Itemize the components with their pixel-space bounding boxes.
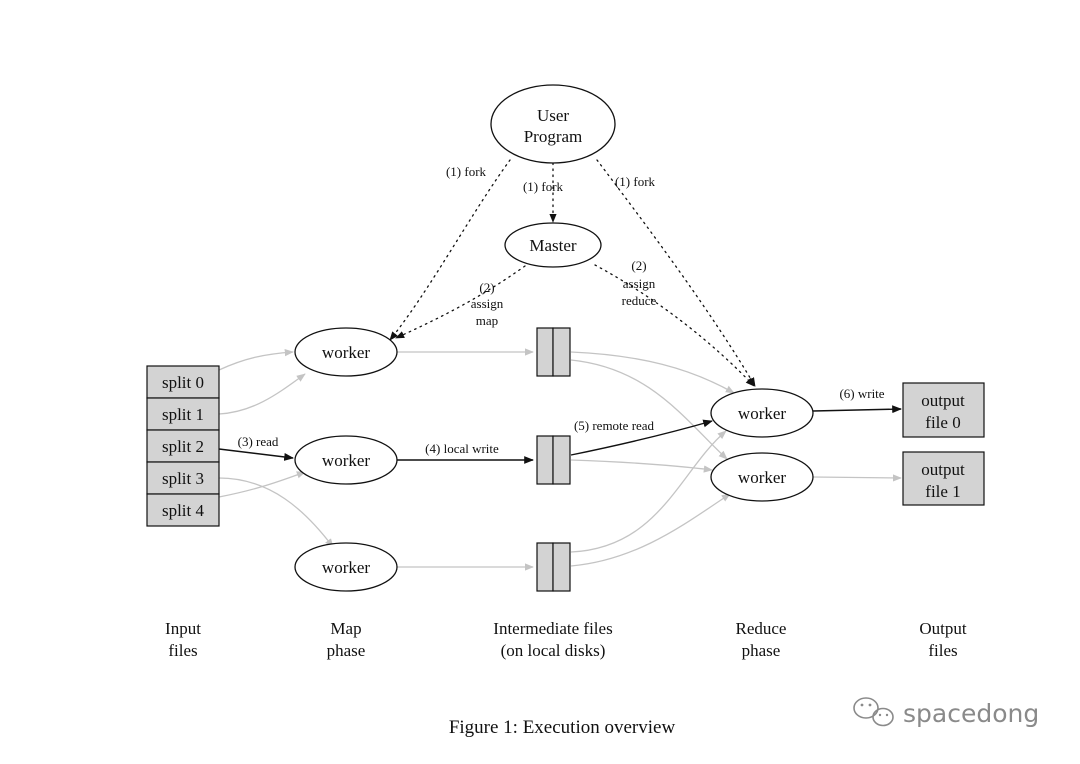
reduce-worker-1: worker	[710, 388, 814, 438]
edge-split3-worker2	[218, 471, 306, 498]
col-intermediate-line2: (on local disks)	[501, 641, 606, 660]
output-file-1: output file 1	[902, 451, 985, 506]
col-input-line2: files	[168, 641, 197, 660]
user-program-label-line2: Program	[524, 127, 583, 146]
edge-split3-worker3	[218, 477, 334, 548]
split-0-label: split 0	[162, 373, 204, 392]
map-worker-2-label: worker	[322, 451, 370, 470]
reduce-worker-1-label: worker	[738, 404, 786, 423]
dotted-edges	[389, 159, 756, 387]
fork-left-label: (1) fork	[446, 164, 487, 179]
edge-labels: (1) fork (1) fork (1) fork (2) assign ma…	[238, 164, 885, 456]
edge-inter1-reducer1	[570, 351, 735, 394]
col-output-line1: Output	[919, 619, 967, 638]
col-input-line1: Input	[165, 619, 201, 638]
gray-edges	[218, 348, 902, 571]
map-worker-1-label: worker	[322, 343, 370, 362]
map-worker-2: worker	[294, 435, 398, 485]
read-label: (3) read	[238, 434, 279, 449]
map-worker-1: worker	[294, 327, 398, 377]
assign-reduce-label-2: assign	[623, 276, 656, 291]
dark-edges	[218, 405, 902, 464]
split-1-label: split 1	[162, 405, 204, 424]
watermark: spacedong	[853, 697, 1039, 728]
intermediate-file-2	[536, 435, 571, 485]
column-labels: Input files Map phase Intermediate files…	[165, 619, 967, 660]
edge-inter1-reducer2	[570, 359, 728, 460]
edge-fork-right	[596, 159, 756, 387]
wechat-icon	[853, 697, 894, 727]
edge-read	[218, 448, 294, 461]
watermark-text: spacedong	[903, 699, 1039, 728]
reduce-worker-2-label: worker	[738, 468, 786, 487]
master-node: Master	[504, 222, 602, 268]
col-map-line1: Map	[330, 619, 361, 638]
assign-map-label-2: assign	[471, 296, 504, 311]
fork-mid-label: (1) fork	[523, 179, 564, 194]
master-label: Master	[529, 236, 577, 255]
figure-caption: Figure 1: Execution overview	[449, 717, 676, 738]
split-3-label: split 3	[162, 469, 204, 488]
assign-reduce-label-3: reduce	[622, 293, 657, 308]
col-reduce-line2: phase	[742, 641, 781, 660]
output-file-0: output file 0	[902, 382, 985, 438]
edge-assign-map	[395, 265, 526, 339]
col-intermediate-line1: Intermediate files	[493, 619, 612, 638]
remote-read-label: (5) remote read	[574, 418, 655, 433]
col-reduce-line1: Reduce	[736, 619, 787, 638]
edge-reducer2-output1	[812, 474, 902, 482]
edge-inter2-reducer2	[570, 459, 713, 473]
edge-split0-worker1	[218, 348, 294, 371]
map-worker-3: worker	[294, 542, 398, 592]
output-file-1-line1: output	[921, 460, 965, 479]
intermediate-file-3	[536, 542, 571, 592]
map-worker-3-label: worker	[322, 558, 370, 577]
edge-write	[812, 405, 902, 414]
edge-split1-worker1	[218, 373, 306, 415]
input-splits: split 0 split 1 split 2 split 3 split 4	[146, 365, 220, 527]
assign-map-label-3: map	[476, 313, 498, 328]
reduce-worker-2: worker	[710, 452, 814, 502]
write-label: (6) write	[839, 386, 884, 401]
assign-reduce-label-1: (2)	[631, 258, 646, 273]
edge-fork-left	[389, 159, 511, 341]
col-output-line2: files	[928, 641, 957, 660]
assign-map-label-1: (2)	[479, 280, 494, 295]
local-write-label: (4) local write	[425, 441, 499, 456]
output-file-0-line2: file 0	[925, 413, 960, 432]
fork-right-label: (1) fork	[615, 174, 656, 189]
output-file-0-line1: output	[921, 391, 965, 410]
edge-inter3-reducer2	[570, 493, 731, 567]
split-4-label: split 4	[162, 501, 205, 520]
intermediate-files	[536, 327, 571, 592]
edge-remote-read	[570, 419, 713, 456]
edge-inter3-reducer1	[570, 430, 727, 553]
split-2-label: split 2	[162, 437, 204, 456]
intermediate-file-1	[536, 327, 571, 377]
col-map-line2: phase	[327, 641, 366, 660]
user-program-label-line1: User	[537, 106, 569, 125]
output-file-1-line2: file 1	[925, 482, 960, 501]
user-program-node: User Program	[490, 84, 616, 164]
